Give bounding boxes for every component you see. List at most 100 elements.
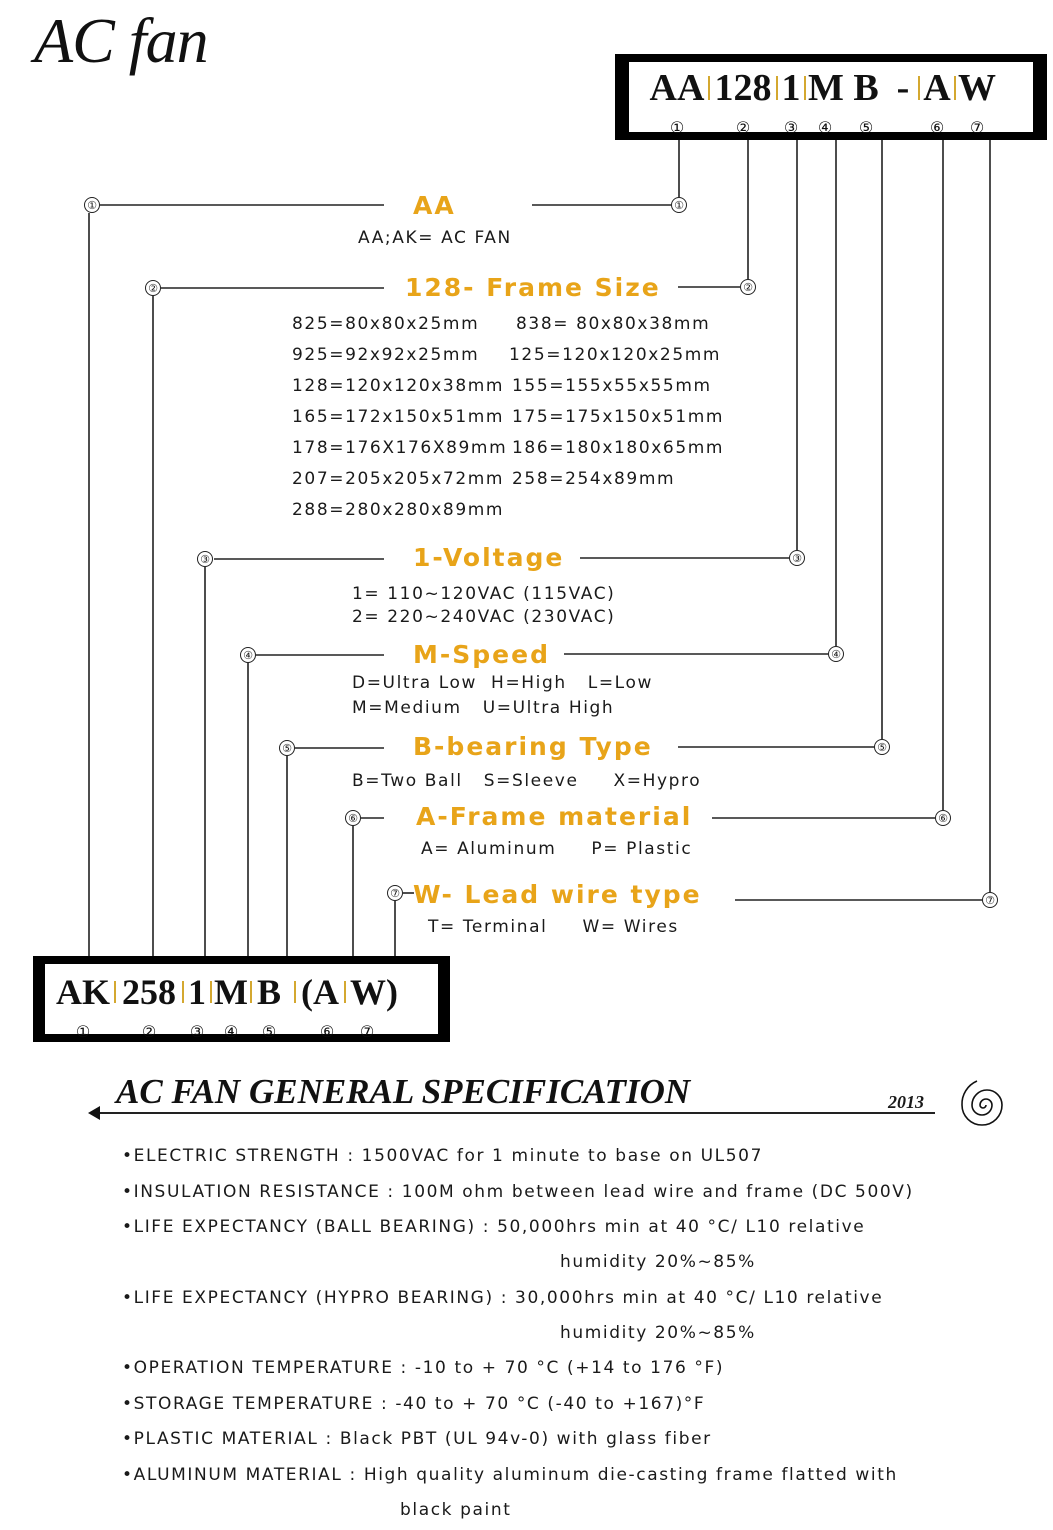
marker-2-right: ② — [740, 279, 756, 295]
speed-options: M=Medium U=Ultra High — [352, 698, 614, 718]
spec-value: Black PBT (UL 94v-0) with glass fiber — [340, 1429, 712, 1449]
frame-size-item: 165=172x150x51mm — [292, 407, 504, 427]
aa-desc: AA;AK= AC FAN — [358, 228, 512, 248]
spec-item: •ALUMINUM MATERIAL : High quality alumin… — [122, 1465, 898, 1485]
frame-size-item: 178=176X176X89mm — [292, 438, 507, 458]
top-seg-dash: - — [897, 67, 910, 109]
material-options: A= Aluminum P= Plastic — [421, 839, 692, 859]
top-num-5: ⑤ — [842, 106, 890, 150]
spec-item: •PLASTIC MATERIAL : Black PBT (UL 94v-0)… — [122, 1429, 712, 1449]
spec-year: 2013 — [888, 1092, 924, 1113]
marker-3-right: ③ — [789, 550, 805, 566]
frame-size-item: 155=155x55x55mm — [512, 376, 712, 396]
top-seg-1: 1 — [782, 67, 801, 109]
speed-options: D=Ultra Low H=High L=Low — [352, 673, 653, 693]
bottom-num-5: ⑤ — [254, 1010, 284, 1054]
bottom-seg-a: (A — [301, 972, 339, 1012]
top-seg-aa: AA — [650, 67, 705, 109]
frame-size-item: 128=120x120x38mm — [292, 376, 504, 396]
spec-item: •OPERATION TEMPERATURE : -10 to + 70 °C … — [122, 1358, 724, 1378]
spec-value: -10 to + 70 °C (+14 to 176 °F) — [415, 1358, 724, 1378]
top-seg-b: B — [853, 67, 878, 109]
rule-arrow — [88, 1106, 100, 1120]
heading-lead-wire: W- Lead wire type — [413, 880, 702, 909]
spec-item: •ELECTRIC STRENGTH : 1500VAC for 1 minut… — [122, 1146, 763, 1166]
top-seg-128: 128 — [715, 67, 772, 109]
marker-7-left: ⑦ — [387, 885, 403, 901]
frame-size-item: 207=205x205x72mm — [292, 469, 504, 489]
bottom-seg-m: M — [214, 972, 248, 1012]
spec-label: •LIFE EXPECTANCY (BALL BEARING) : — [122, 1217, 490, 1237]
spec-label: •STORAGE TEMPERATURE : — [122, 1394, 388, 1414]
spec-label: •ALUMINUM MATERIAL : — [122, 1465, 357, 1485]
spec-label: •OPERATION TEMPERATURE : — [122, 1358, 408, 1378]
bottom-num-7: ⑦ — [348, 1010, 386, 1054]
spec-label: •ELECTRIC STRENGTH : — [122, 1146, 355, 1166]
top-seg-a: A — [923, 67, 950, 109]
bottom-seg-b: B — [257, 972, 281, 1012]
spec-item-cont: black paint — [400, 1500, 512, 1520]
page-title: AC fan — [34, 4, 208, 78]
top-num-6: ⑥ — [922, 106, 952, 150]
frame-size-item: 258=254x89mm — [512, 469, 675, 489]
spec-label: •PLASTIC MATERIAL : — [122, 1429, 333, 1449]
heading-voltage: 1-Voltage — [413, 543, 564, 572]
spec-value: -40 to + 70 °C (-40 to +167)°F — [395, 1394, 705, 1414]
bottom-num-1: ① — [54, 1010, 112, 1054]
marker-5-right: ⑤ — [874, 739, 890, 755]
heading-speed: M-Speed — [413, 640, 550, 669]
marker-2-left: ② — [145, 280, 161, 296]
spec-item-cont: humidity 20%~85% — [560, 1252, 756, 1272]
frame-size-item: 125=120x120x25mm — [509, 345, 721, 365]
spec-value: High quality aluminum die-casting frame … — [364, 1465, 898, 1485]
top-num-2: ② — [712, 106, 774, 150]
spec-item: •LIFE EXPECTANCY (BALL BEARING) : 50,000… — [122, 1217, 865, 1237]
spec-item: •LIFE EXPECTANCY (HYPRO BEARING) : 30,00… — [122, 1288, 883, 1308]
spec-label: •LIFE EXPECTANCY (HYPRO BEARING) : — [122, 1288, 508, 1308]
bottom-num-3: ③ — [186, 1010, 208, 1054]
frame-size-item: 175=175x150x51mm — [512, 407, 724, 427]
bottom-num-6: ⑥ — [312, 1010, 342, 1054]
voltage-option: 2= 220~240VAC (230VAC) — [352, 607, 615, 627]
spec-item-cont: humidity 20%~85% — [560, 1323, 756, 1343]
spec-value: 100M ohm between lead wire and frame (DC… — [402, 1182, 914, 1202]
marker-1-left: ① — [84, 197, 100, 213]
marker-1-right: ① — [671, 197, 687, 213]
top-seg-w: W — [958, 67, 996, 109]
bottom-seg-w: W) — [350, 972, 398, 1012]
frame-size-item: 288=280x280x89mm — [292, 500, 504, 520]
marker-6-right: ⑥ — [935, 810, 951, 826]
frame-size-item: 838= 80x80x38mm — [516, 314, 710, 334]
heading-frame-size: 128- Frame Size — [405, 273, 661, 302]
bottom-seg-ak: AK — [56, 972, 110, 1012]
top-num-7: ⑦ — [958, 106, 996, 150]
top-seg-m: M — [808, 67, 844, 109]
frame-size-item: 186=180x180x65mm — [512, 438, 724, 458]
heading-aa: AA — [413, 191, 456, 220]
spec-value: 50,000hrs min at 40 °C/ L10 relative — [497, 1217, 865, 1237]
frame-size-item: 825=80x80x25mm — [292, 314, 479, 334]
bearing-options: B=Two Ball S=Sleeve X=Hypro — [352, 771, 701, 791]
marker-6-left: ⑥ — [345, 810, 361, 826]
top-num-4: ④ — [808, 106, 842, 150]
heading-bearing: B-bearing Type — [413, 732, 653, 761]
heading-frame-material: A-Frame material — [416, 802, 692, 831]
spec-title: AC FAN GENERAL SPECIFICATION — [116, 1072, 690, 1112]
spiral-ornament — [962, 1081, 1002, 1125]
bottom-num-2: ② — [118, 1010, 180, 1054]
frame-size-item: 925=92x92x25mm — [292, 345, 479, 365]
spec-item: •INSULATION RESISTANCE : 100M ohm betwee… — [122, 1182, 914, 1202]
marker-4-left: ④ — [240, 647, 256, 663]
marker-3-left: ③ — [197, 551, 213, 567]
bottom-num-4: ④ — [214, 1010, 248, 1054]
top-num-1: ① — [648, 106, 706, 150]
marker-4-right: ④ — [828, 646, 844, 662]
spec-value: 1500VAC for 1 minute to base on UL507 — [362, 1146, 763, 1166]
bottom-seg-1: 1 — [188, 972, 206, 1012]
bottom-seg-258: 258 — [122, 972, 176, 1012]
top-num-3: ③ — [780, 106, 802, 150]
spec-value: 30,000hrs min at 40 °C/ L10 relative — [515, 1288, 883, 1308]
spec-item: •STORAGE TEMPERATURE : -40 to + 70 °C (-… — [122, 1394, 705, 1414]
